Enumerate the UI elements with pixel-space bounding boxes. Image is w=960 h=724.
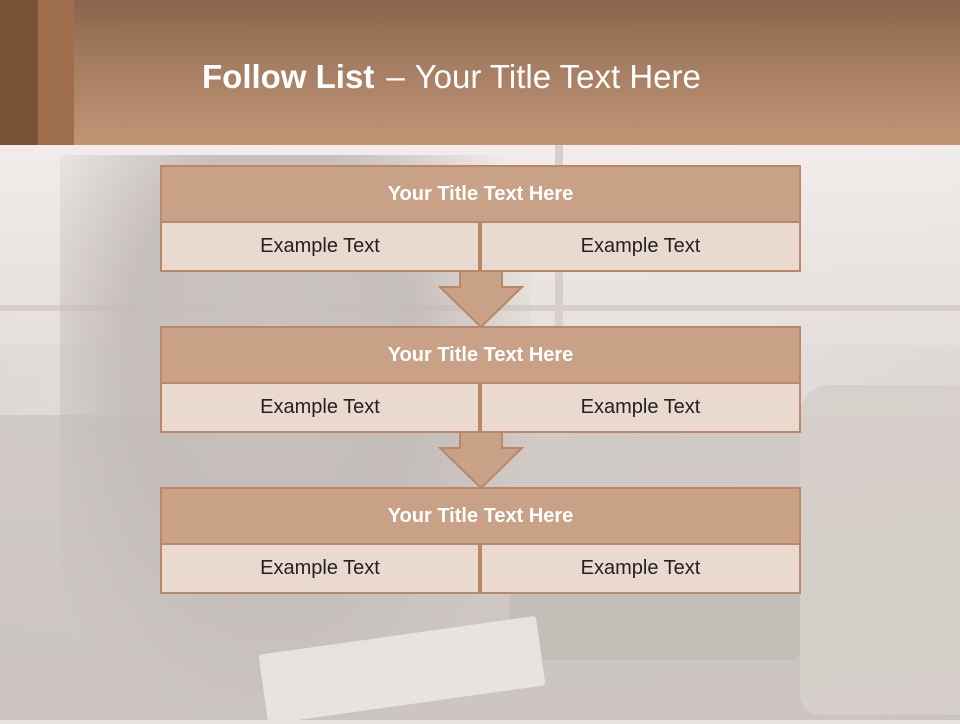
flow-block-cell-left: Example Text (160, 221, 480, 272)
down-arrow-icon (438, 271, 524, 329)
background-cushion (800, 385, 960, 715)
flow-block-title: Your Title Text Here (160, 165, 801, 223)
flow-block-cell-left: Example Text (160, 543, 480, 594)
flow-block-cell-left: Example Text (160, 382, 480, 433)
flow-block-cell-right: Example Text (480, 382, 801, 433)
slide-title-separator: – (386, 58, 405, 95)
slide-title-bold: Follow List (202, 58, 375, 95)
header-accent-strip (38, 0, 74, 145)
header-band: Follow List–Your Title Text Here (0, 0, 960, 145)
flow-block-cell-right: Example Text (480, 221, 801, 272)
header-accent-strip (0, 0, 38, 145)
flow-block-title: Your Title Text Here (160, 487, 801, 545)
flow-block: Your Title Text Here Example Text Exampl… (160, 326, 801, 433)
flow-block: Your Title Text Here Example Text Exampl… (160, 487, 801, 594)
flow-block-title: Your Title Text Here (160, 326, 801, 384)
down-arrow-icon (438, 432, 524, 490)
slide-title-rest: Your Title Text Here (414, 58, 701, 95)
flow-block: Your Title Text Here Example Text Exampl… (160, 165, 801, 272)
flow-block-cell-right: Example Text (480, 543, 801, 594)
slide-title: Follow List–Your Title Text Here (202, 56, 701, 98)
